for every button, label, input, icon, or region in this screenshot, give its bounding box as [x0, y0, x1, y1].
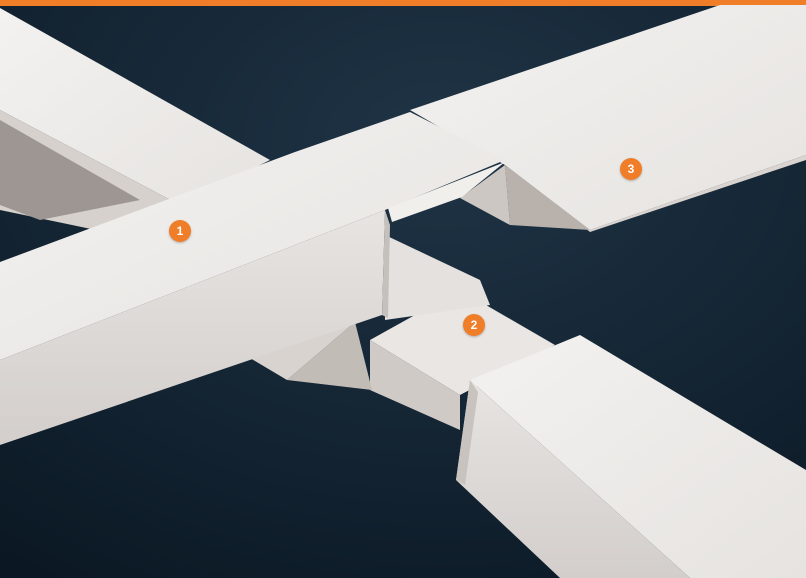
marker-1: 1 [169, 220, 191, 242]
marker-2: 2 [463, 314, 485, 336]
marker-3: 3 [620, 158, 642, 180]
top-accent-bar [0, 0, 806, 6]
